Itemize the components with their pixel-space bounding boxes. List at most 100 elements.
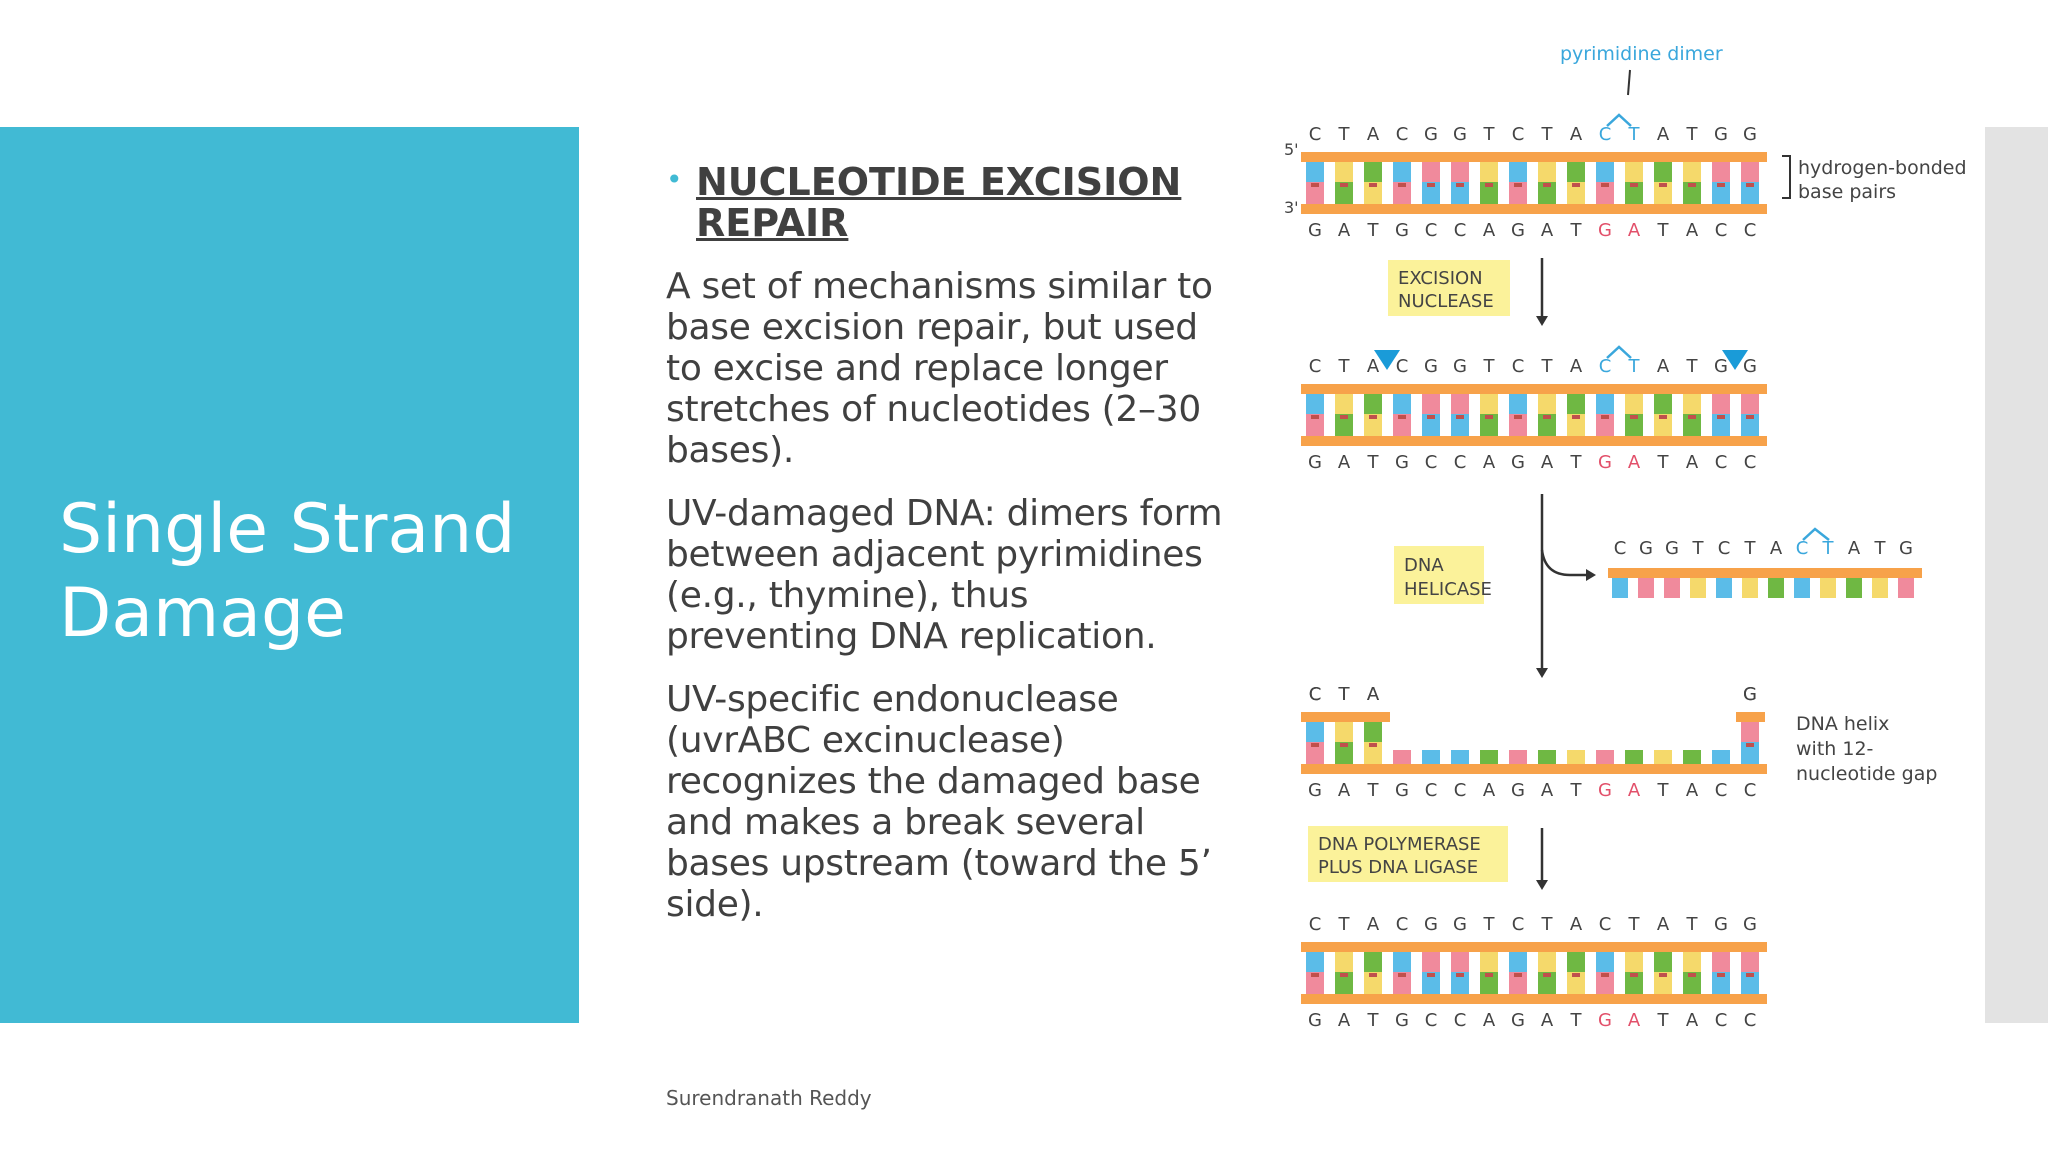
- bottom-strand-base-letter: G: [1308, 1010, 1322, 1031]
- bottom-backbone: [1301, 764, 1767, 774]
- bottom-base-bar: [1451, 972, 1469, 994]
- bottom-strand-base-letter: A: [1338, 780, 1351, 801]
- hydrogen-bond-mark: [1456, 415, 1464, 419]
- top-strand-base-letter: A: [1367, 124, 1380, 145]
- top-strand-base-letter: A: [1657, 124, 1670, 145]
- bullet-item: • NUCLEOTIDE EXCISION REPAIR: [666, 162, 1226, 244]
- bottom-base-bar: [1596, 182, 1614, 204]
- top-strand-base-letter: A: [1367, 356, 1380, 377]
- hydrogen-bond-mark: [1369, 415, 1377, 419]
- bottom-strand-base-letter: G: [1308, 780, 1322, 801]
- top-base-bar: [1306, 162, 1324, 182]
- bottom-base-bar: [1509, 182, 1527, 204]
- bottom-base-bar: [1596, 750, 1614, 764]
- bottom-strand-base-letter: A: [1541, 220, 1554, 241]
- gap-label-line1: DNA helix: [1796, 713, 1889, 735]
- bottom-base-bar: [1741, 742, 1759, 764]
- top-base-bar: [1712, 162, 1730, 182]
- top-strand-base-letter: C: [1599, 914, 1612, 935]
- bottom-base-bar: [1741, 414, 1759, 436]
- bottom-strand-base-letter: A: [1483, 1010, 1496, 1031]
- top-backbone: [1301, 152, 1767, 162]
- top-base-bar: [1422, 952, 1440, 972]
- hydrogen-bond-mark: [1543, 973, 1551, 977]
- bottom-base-bar: [1451, 182, 1469, 204]
- bottom-strand-base-letter: A: [1686, 1010, 1699, 1031]
- top-base-bar: [1712, 952, 1730, 972]
- top-strand-base-letter: T: [1628, 124, 1641, 145]
- bottom-strand-base-letter: G: [1598, 452, 1612, 473]
- bottom-base-bar: [1480, 972, 1498, 994]
- bottom-base-bar: [1683, 750, 1701, 764]
- top-base-bar: [1567, 952, 1585, 972]
- top-strand-base-letter: C: [1396, 914, 1409, 935]
- helicase-branch-arrow-head: [1586, 569, 1596, 581]
- top-base-bar: [1393, 162, 1411, 182]
- bottom-strand-base-letter: C: [1425, 1010, 1438, 1031]
- bottom-strand-base-letter: C: [1715, 220, 1728, 241]
- top-strand-base-letter: T: [1483, 356, 1496, 377]
- bottom-base-bar: [1451, 750, 1469, 764]
- top-strand-base-letter: C: [1309, 684, 1322, 705]
- pyrimidine-dimer-pointer: [1627, 69, 1631, 96]
- hydrogen-bond-mark: [1340, 183, 1348, 187]
- top-strand-base-letter: C: [1512, 124, 1525, 145]
- bottom-strand-base-letter: C: [1744, 1010, 1757, 1031]
- bottom-strand-base-letter: C: [1425, 452, 1438, 473]
- bottom-strand-base-letter: A: [1686, 452, 1699, 473]
- hydrogen-bond-mark: [1601, 415, 1609, 419]
- bottom-strand-base-letter: G: [1511, 220, 1525, 241]
- gap-left-base-letter: C: [1309, 684, 1322, 705]
- excised-base-letter: T: [1822, 538, 1835, 559]
- excised-base-letter: C: [1796, 538, 1809, 559]
- excised-base-bar: [1820, 578, 1836, 598]
- bottom-strand-base-letter: G: [1395, 780, 1409, 801]
- excised-base-letter: C: [1718, 538, 1731, 559]
- bottom-strand-base-letter: T: [1570, 780, 1583, 801]
- bottom-strand-base-letter: G: [1395, 1010, 1409, 1031]
- top-backbone-left: [1301, 712, 1390, 722]
- top-strand-base-letter: G: [1714, 356, 1728, 377]
- hydrogen-bond-mark: [1630, 183, 1638, 187]
- bottom-strand-base-letter: T: [1657, 780, 1670, 801]
- bottom-base-bar: [1393, 972, 1411, 994]
- excised-base-letter: G: [1665, 538, 1679, 559]
- excised-base-letter: T: [1692, 538, 1705, 559]
- bottom-base-bar: [1364, 182, 1382, 204]
- bottom-strand-base-letter: A: [1541, 452, 1554, 473]
- top-strand-base-letter: T: [1483, 124, 1496, 145]
- bottom-base-bar: [1538, 972, 1556, 994]
- top-base-bar: [1335, 952, 1353, 972]
- excised-base-bar: [1664, 578, 1680, 598]
- bottom-strand-base-letter: T: [1570, 220, 1583, 241]
- top-base-bar: [1335, 722, 1353, 742]
- hydrogen-bond-mark: [1717, 415, 1725, 419]
- pyrimidine-dimer-mark: [1606, 345, 1632, 359]
- top-strand-base-letter: A: [1367, 914, 1380, 935]
- bottom-strand-base-letter: A: [1338, 452, 1351, 473]
- top-strand-base-letter: T: [1686, 914, 1699, 935]
- hydrogen-bond-mark: [1688, 973, 1696, 977]
- excision-cut-icon: [1374, 350, 1400, 370]
- top-strand-base-letter: G: [1714, 124, 1728, 145]
- top-strand-base-letter: T: [1541, 914, 1554, 935]
- bottom-base-bar: [1306, 742, 1324, 764]
- dna-helicase-box: [1394, 546, 1484, 604]
- bottom-base-bar: [1509, 972, 1527, 994]
- bottom-strand-base-letter: A: [1338, 1010, 1351, 1031]
- excised-base-letter: T: [1744, 538, 1757, 559]
- top-base-bar: [1306, 952, 1324, 972]
- hydrogen-bond-mark: [1340, 743, 1348, 747]
- top-base-bar: [1538, 162, 1556, 182]
- polymerase-ligase-box: [1308, 826, 1508, 882]
- top-strand-base-letter: G: [1424, 914, 1438, 935]
- top-strand-base-letter: G: [1453, 914, 1467, 935]
- hydrogen-bond-mark: [1398, 183, 1406, 187]
- bottom-strand-base-letter: C: [1425, 220, 1438, 241]
- three-prime-label: 3': [1284, 198, 1299, 217]
- gap-left-base-letter: A: [1367, 684, 1380, 705]
- bottom-strand-base-letter: T: [1657, 1010, 1670, 1031]
- bottom-backbone: [1301, 994, 1767, 1004]
- top-strand-base-letter: A: [1570, 124, 1583, 145]
- hbonded-bracket: [1782, 155, 1791, 199]
